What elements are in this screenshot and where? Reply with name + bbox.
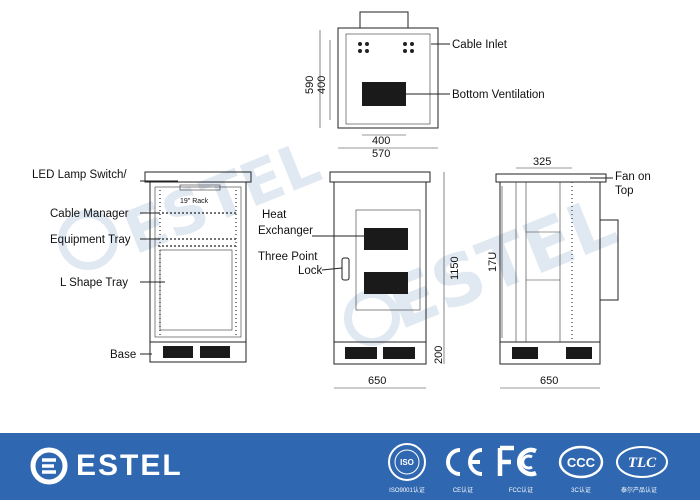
label-base: Base [110, 349, 136, 361]
front-base [333, 341, 427, 365]
watermark-logo-left [58, 210, 118, 270]
top-view-inner [345, 33, 431, 125]
label-cable-manager: Cable Manager [50, 208, 129, 220]
right-base-vent-right [566, 347, 592, 359]
top-view-body [337, 27, 439, 129]
dim-right-top-width: 325 [533, 156, 551, 168]
base-vent-left [163, 346, 193, 358]
label-cable-inlet: Cable Inlet [452, 39, 508, 51]
right-roof [495, 173, 607, 183]
label-bottom-ventilation: Bottom Ventilation [452, 89, 545, 101]
front-base-vent-left [345, 347, 377, 359]
dim-depth-outer: 590 [304, 76, 316, 94]
interior-frame [154, 186, 242, 338]
base-vent-right [200, 346, 230, 358]
dim-front-height: 1150 [449, 256, 461, 280]
dim-right-width: 650 [540, 375, 558, 387]
fcc-mark: FCC认证 [496, 442, 546, 494]
ce-caption: CE认证 [452, 488, 474, 494]
technical-drawing: ESTEL ESTEL Cable Inlet Bottom Ventilati… [32, 11, 651, 389]
tlc-caption: 泰尔产品认证 [620, 488, 657, 494]
label-heat-exchanger-line2: Exchanger [258, 225, 313, 237]
heat-exchanger-panel [355, 209, 421, 311]
footer-band: ESTEL ISO ISO9001认证 CE认证 FCC认证 CCC 3C认证 [0, 433, 700, 500]
footer-logo: ESTEL [30, 446, 183, 486]
leader-three-point-lock [321, 267, 343, 271]
label-l-shape-tray: L Shape Tray [60, 277, 128, 289]
label-heat-exchanger-line1: Heat [262, 209, 287, 221]
fcc-icon [497, 445, 537, 477]
ce-mark: CE认证 [438, 442, 488, 494]
bottom-ventilation-grille [362, 82, 406, 106]
dim-front-base: 200 [433, 346, 445, 364]
three-point-lock-handle [341, 257, 350, 281]
label-fan-on-top-line2: Top [615, 185, 634, 197]
rack-label: 19" Rack [180, 198, 209, 205]
top-view: Cable Inlet Bottom Ventilation 590 400 4… [304, 11, 545, 160]
ccc-caption: 3C认证 [571, 488, 591, 494]
side-heat-exchanger [599, 219, 619, 301]
ce-icon [446, 448, 483, 476]
tlc-mark: TLC 泰尔产品认证 [614, 442, 668, 494]
right-base-vent-left [512, 347, 538, 359]
l-shape-tray [159, 249, 233, 331]
svg-text:ISO: ISO [400, 458, 414, 467]
interior-base [149, 341, 247, 363]
front-base-vent-right [383, 347, 415, 359]
label-equipment-tray: Equipment Tray [50, 234, 131, 246]
heat-exchanger-vent-bottom [364, 272, 408, 294]
label-led-switch: LED Lamp Switch/ [32, 169, 127, 181]
watermark-text-left: ESTEL [114, 127, 330, 268]
watermark-text-right: ESTEL [376, 180, 628, 345]
heat-exchanger-vent-top [364, 228, 408, 250]
dim-depth-inner: 400 [316, 76, 328, 94]
dim-right-units: 17U [487, 252, 499, 272]
fcc-caption: FCC认证 [508, 488, 534, 494]
label-three-point-line1: Three Point [258, 251, 318, 263]
front-roof [329, 171, 431, 183]
ccc-icon: CCC [558, 445, 604, 479]
iso-caption: ISO9001认证 [389, 488, 425, 494]
tlc-icon: TLC [616, 446, 668, 478]
label-fan-on-top-line1: Fan on [615, 171, 651, 183]
svg-text:TLC: TLC [628, 455, 657, 471]
iso-badge: ISO ISO9001认证 [382, 442, 432, 494]
footer-brand-text: ESTEL [76, 449, 183, 482]
interior-view: 19" Rack LED Lamp Switch/ Cable Manager … [32, 169, 252, 363]
estel-logo-icon [30, 447, 68, 485]
ccc-mark: CCC 3C认证 [556, 442, 606, 494]
front-view: Heat Exchanger Three Point Lock 1150 200… [258, 171, 461, 389]
led-switch-box [179, 184, 221, 191]
cable-inlet-holes [358, 42, 414, 53]
right-base [499, 341, 601, 365]
dim-width-inner: 400 [372, 135, 390, 147]
label-three-point-line2: Lock [298, 265, 323, 277]
right-view: Fan on Top 325 17U 650 [487, 156, 651, 389]
top-view-handle [359, 11, 409, 29]
iso-icon: ISO [388, 443, 426, 481]
svg-text:CCC: CCC [567, 455, 596, 470]
dim-front-width: 650 [368, 375, 386, 387]
dim-width-outer: 570 [372, 148, 390, 160]
